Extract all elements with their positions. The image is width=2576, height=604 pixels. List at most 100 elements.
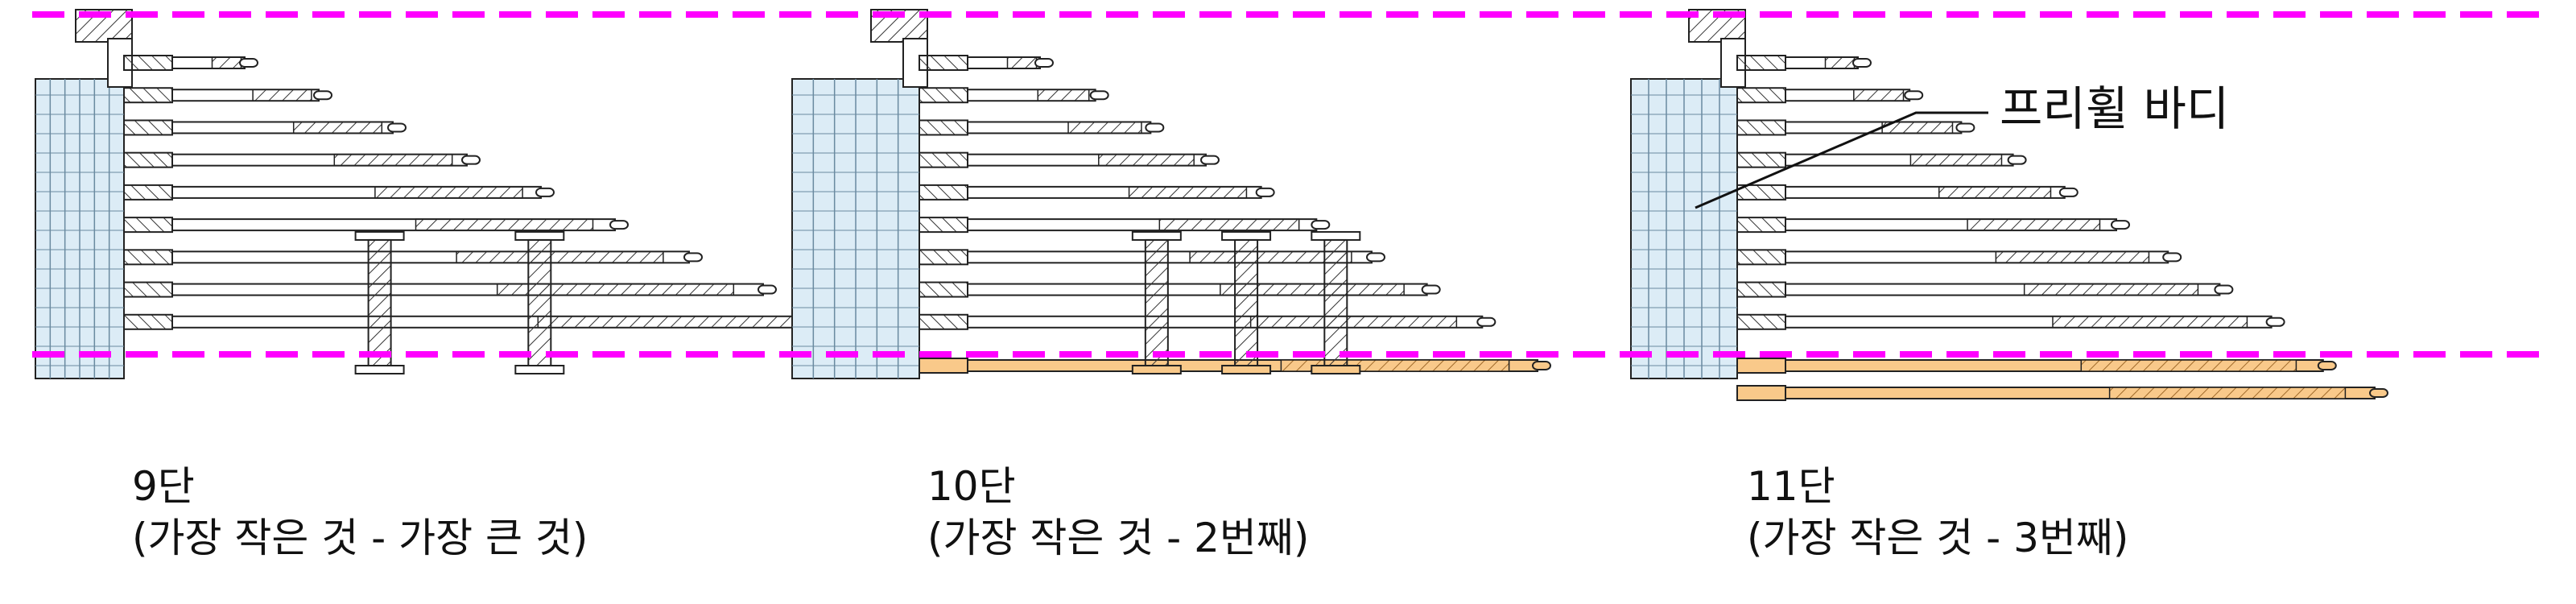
cog-tip [1366, 252, 1385, 263]
cog-teeth [1853, 89, 1905, 101]
added-cog-tip [1532, 361, 1551, 370]
cog-tip [1311, 220, 1331, 230]
cog-tip [1955, 122, 1975, 133]
spider-rivet [367, 238, 392, 371]
cog-teeth [1098, 153, 1195, 167]
cog-teeth [252, 89, 312, 101]
caption-10-speed-subtitle: (가장 작은 것 - 2번째) [927, 515, 1310, 561]
spider-rivet-foot [1131, 365, 1182, 374]
caption-9-speed-subtitle: (가장 작은 것 - 가장 큰 것) [132, 515, 588, 561]
cog-spacer [123, 184, 173, 201]
spider-rivet-foot [1311, 365, 1361, 374]
cog-tip [2265, 316, 2285, 327]
spider-rivet [1144, 238, 1169, 371]
cog-tip [1200, 155, 1220, 165]
cog-spacer [1736, 313, 1786, 330]
caption-11-speed: 11단 (가장 작은 것 - 3번째) [1747, 461, 2128, 564]
cog-teeth [1006, 56, 1038, 69]
freehub-body-leader-line [1695, 111, 1988, 209]
cog-spacer [919, 55, 968, 71]
cog-tip [1089, 90, 1109, 101]
cog-teeth [292, 121, 383, 134]
cog-tip [535, 187, 555, 197]
spider-rivet-foot [1221, 365, 1272, 374]
cog-tip [1255, 187, 1275, 197]
cog-teeth [1128, 186, 1248, 199]
spider-rivet-cap [354, 230, 405, 241]
cog-teeth [211, 56, 242, 69]
spider-rivet-foot [354, 365, 405, 374]
cog-teeth [1249, 316, 1458, 329]
cog-teeth [1909, 153, 2003, 167]
caption-9-speed: 9단 (가장 작은 것 - 가장 큰 것) [132, 461, 588, 564]
cog-teeth [537, 316, 805, 329]
cog-teeth [496, 283, 735, 296]
cog-tip [2058, 187, 2079, 197]
cog-tip [1852, 58, 1872, 68]
added-cog-spacer [1736, 385, 1786, 401]
cog-spacer [1736, 249, 1786, 266]
panel-9-speed [35, 9, 851, 379]
cog-tip [2214, 284, 2234, 295]
cog-spacer [123, 281, 173, 298]
panel-10-speed [791, 9, 1551, 379]
cog-spacer [1736, 119, 1786, 136]
spider-rivet-cap [514, 230, 565, 241]
cog-spacer [1736, 87, 1786, 104]
cog-teeth [1938, 186, 2052, 199]
cog-tip [387, 122, 407, 133]
cog-tip [461, 155, 481, 165]
added-cog-spacer [919, 358, 968, 374]
cog-spacer [123, 87, 173, 104]
cog-spacer [123, 217, 173, 234]
caption-11-speed-title: 11단 [1747, 463, 1835, 510]
added-cog-tip [2317, 361, 2337, 370]
cog-spacer [123, 151, 173, 168]
spider-rivet-cap [1311, 230, 1361, 241]
cog-tip [1034, 58, 1054, 68]
spider-rivet-cap [1221, 230, 1272, 241]
cog-spacer [1736, 281, 1786, 298]
cog-tip [683, 252, 703, 263]
cog-tip [609, 220, 629, 230]
cog-spacer [919, 217, 968, 234]
cog-tip [1904, 90, 1924, 101]
caption-10-speed-title: 10단 [927, 463, 1016, 510]
cog-teeth [333, 153, 453, 167]
cog-tip [2111, 220, 2130, 230]
added-cog-teeth [2108, 387, 2347, 399]
cog-teeth [456, 250, 664, 264]
cog-tip [1421, 284, 1441, 295]
spider-rivet [1234, 238, 1259, 371]
cog-teeth [1158, 218, 1300, 231]
cog-teeth [1067, 121, 1142, 134]
cog-tip [313, 90, 332, 101]
cog-spacer [919, 87, 968, 104]
cog-teeth [2023, 283, 2199, 296]
cog-teeth [1220, 283, 1405, 296]
spider-rivet-cap [1131, 230, 1182, 241]
cog-spacer [919, 281, 968, 298]
cog-spacer [1736, 55, 1786, 71]
spider-rivet [1323, 238, 1348, 371]
cog-tip [1145, 122, 1165, 133]
cog-spacer [919, 184, 968, 201]
cog-spacer [123, 249, 173, 266]
cog-spacer [123, 119, 173, 136]
spider-rivet-foot [514, 365, 565, 374]
cog-spacer [123, 313, 173, 330]
panel-11-speed [1630, 9, 2388, 401]
cog-teeth [1824, 56, 1856, 69]
cog-spacer [919, 249, 968, 266]
cog-spacer [1736, 217, 1786, 234]
cog-tip [2007, 155, 2027, 165]
cog-teeth [2052, 316, 2248, 329]
cog-teeth [1189, 250, 1352, 264]
added-cog-tip [2369, 388, 2388, 398]
added-cog-teeth [2080, 359, 2297, 372]
cog-teeth [1967, 218, 2101, 231]
freehub-body-label: 프리휠 바디 [2000, 81, 2230, 136]
cog-tip [758, 284, 777, 295]
caption-11-speed-subtitle: (가장 작은 것 - 3번째) [1747, 515, 2129, 561]
